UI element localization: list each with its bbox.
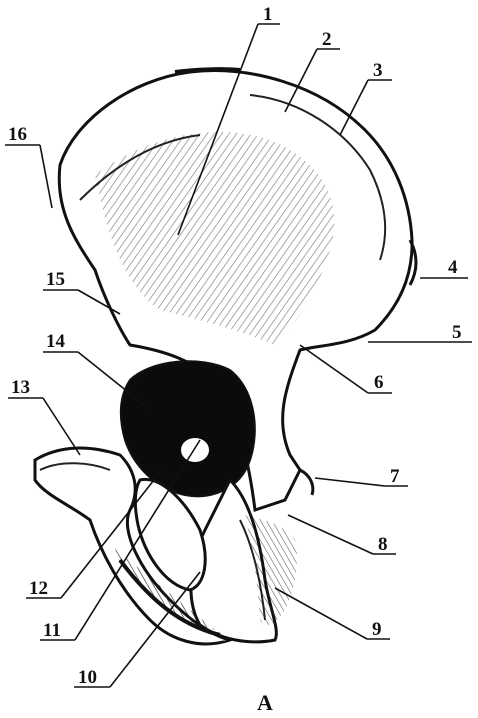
label-12-text: 12	[29, 578, 48, 599]
label-11-text: 11	[43, 620, 61, 641]
label-8-text: 8	[378, 534, 388, 555]
label-2-text: 2	[322, 29, 332, 50]
label-9: 9	[275, 588, 390, 640]
label-16: 16	[5, 124, 52, 208]
label-4: 4	[420, 257, 468, 278]
label-15-text: 15	[46, 269, 65, 290]
label-5: 5	[368, 322, 472, 343]
label-7-text: 7	[390, 466, 400, 487]
label-7: 7	[315, 466, 408, 487]
label-13: 13	[8, 377, 80, 455]
label-5-text: 5	[452, 322, 462, 343]
label-6-text: 6	[374, 372, 384, 393]
acetabulum	[121, 361, 255, 496]
figure-caption: A	[257, 690, 273, 715]
label-1-text: 1	[263, 4, 273, 25]
label-4-text: 4	[448, 257, 458, 278]
label-16-text: 16	[8, 124, 27, 145]
label-13-text: 13	[11, 377, 30, 398]
label-3-text: 3	[373, 60, 383, 81]
label-6: 6	[300, 345, 392, 393]
label-10-text: 10	[78, 667, 97, 688]
label-8: 8	[288, 515, 396, 555]
label-14-text: 14	[46, 331, 66, 352]
label-9-text: 9	[372, 619, 382, 640]
